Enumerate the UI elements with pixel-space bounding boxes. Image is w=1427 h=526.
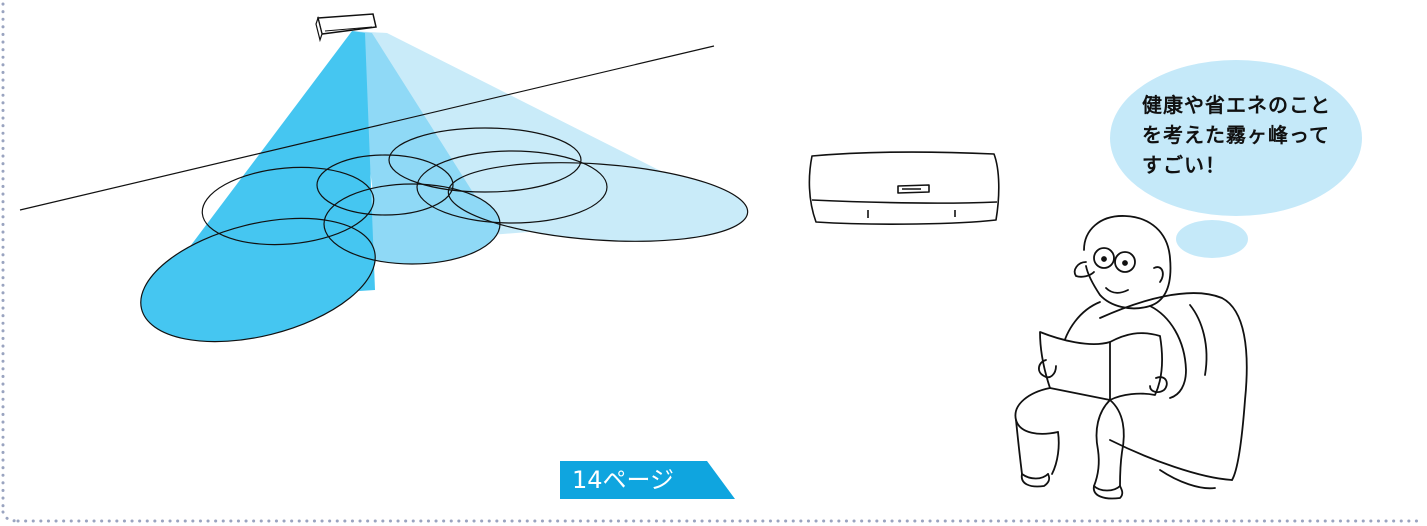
- thought-bubble-text: 健康や省エネのこと を考えた霧ヶ峰って すごい！: [1142, 90, 1362, 180]
- thought-line-2: を考えた霧ヶ峰って: [1142, 120, 1362, 150]
- indoor-air-conditioner-icon: [809, 152, 998, 224]
- thought-bubble-tail: [1176, 220, 1248, 258]
- person-reading-icon: [1015, 216, 1246, 499]
- page-reference-tag[interactable]: 14ページ: [560, 461, 735, 499]
- thought-line-3: すごい！: [1142, 150, 1362, 180]
- page-reference-label: 14ページ: [572, 466, 674, 494]
- thought-line-1: 健康や省エネのこと: [1142, 90, 1362, 120]
